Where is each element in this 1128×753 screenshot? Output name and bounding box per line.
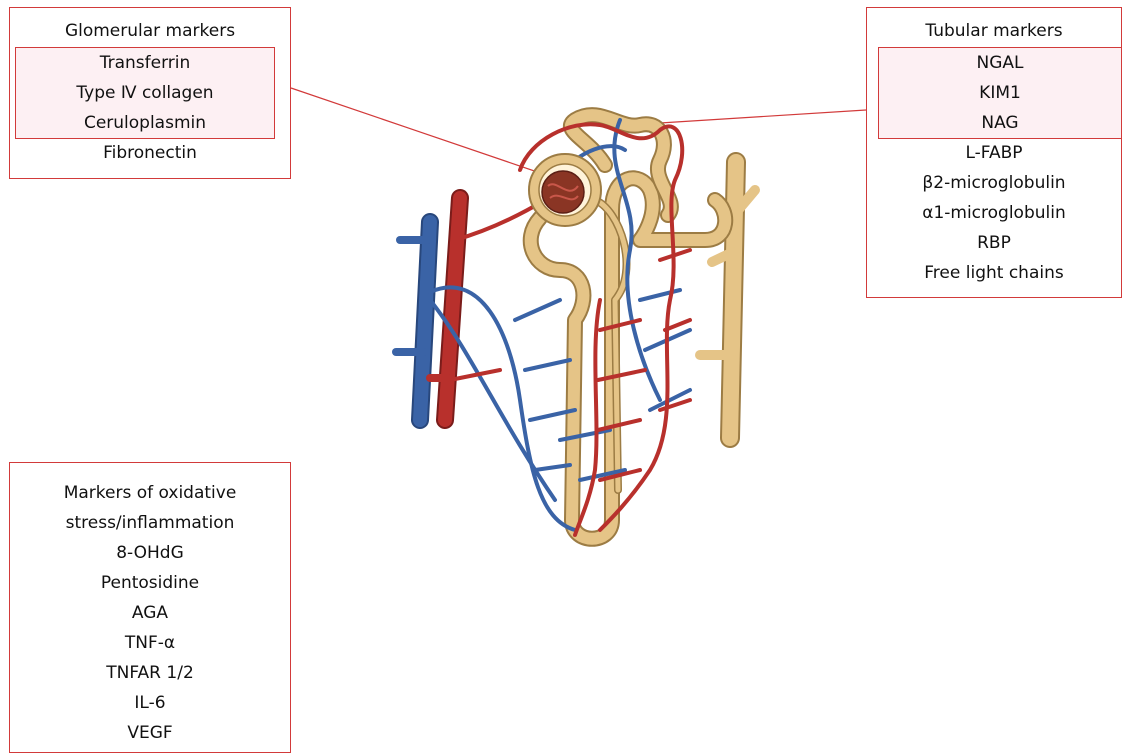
tubular-marker-l-fabp: L-FABP	[867, 138, 1121, 168]
glomerular-marker-type-iv-collagen: Type Ⅳ collagen	[16, 78, 274, 108]
glomerular-marker-transferrin: Transferrin	[16, 48, 274, 78]
oxidative-marker-aga: AGA	[10, 598, 290, 628]
tubular-marker-a1-microglobulin: α1-microglobulin	[867, 198, 1121, 228]
glomerular-marker-fibronectin: Fibronectin	[10, 138, 290, 168]
oxidative-marker-vegf: VEGF	[10, 718, 290, 748]
tubular-marker-nag: NAG	[879, 108, 1121, 138]
glomerulus	[529, 154, 601, 226]
oxidative-markers-box: Markers of oxidative stress/inflammation…	[9, 462, 291, 753]
oxidative-markers-title-line1: Markers of oxidative	[10, 478, 290, 508]
tubular-marker-rbp: RBP	[867, 228, 1121, 258]
oxidative-marker-pentosidine: Pentosidine	[10, 568, 290, 598]
oxidative-marker-8-ohdg: 8-OHdG	[10, 538, 290, 568]
tubular-marker-kim1: KIM1	[879, 78, 1121, 108]
oxidative-marker-tnfar: TNFAR 1/2	[10, 658, 290, 688]
main-vein	[396, 222, 430, 420]
glomerular-highlighted-markers: Transferrin Type Ⅳ collagen Ceruloplasmi…	[15, 47, 275, 139]
glomerular-connector-line	[291, 88, 555, 178]
tubular-marker-free-light-chains: Free light chains	[867, 258, 1121, 288]
oxidative-markers-title-line2: stress/inflammation	[10, 508, 290, 538]
tubular-connector-line	[660, 110, 866, 123]
tubular-markers-title: Tubular markers	[867, 16, 1121, 46]
glomerular-markers-title: Glomerular markers	[10, 16, 290, 46]
tubular-marker-b2-microglobulin: β2-microglobulin	[867, 168, 1121, 198]
tubular-highlighted-markers: NGAL KIM1 NAG	[878, 47, 1122, 139]
oxidative-marker-tnf-alpha: TNF-α	[10, 628, 290, 658]
glomerular-marker-ceruloplasmin: Ceruloplasmin	[16, 108, 274, 138]
tubular-marker-ngal: NGAL	[879, 48, 1121, 78]
oxidative-marker-il-6: IL-6	[10, 688, 290, 718]
